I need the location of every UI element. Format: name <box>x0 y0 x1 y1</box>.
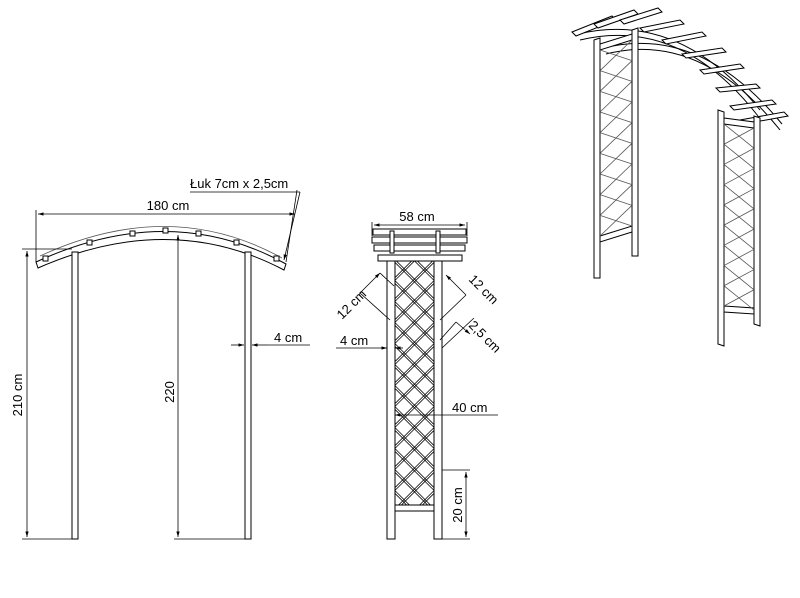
total-height-label: 220 <box>162 381 177 403</box>
overall-width-label: 180 cm <box>147 198 190 213</box>
isometric-view <box>571 7 790 347</box>
side-height-label: 210 cm <box>10 374 25 417</box>
iso-right-panel <box>717 109 761 347</box>
post-side-label: 4 cm <box>340 333 368 348</box>
side-top-beam-3 <box>373 244 466 252</box>
foot-label: 20 cm <box>450 487 465 522</box>
side-view: 58 cm 12 cm 12 cm 2,5 cm 4 cm 40 cm 20 c… <box>334 209 504 540</box>
post-width-label: 4 cm <box>274 330 302 345</box>
side-left-post <box>386 260 396 540</box>
panel-width-label: 40 cm <box>452 400 487 415</box>
side-right-post <box>433 260 443 540</box>
front-arch-crossbars <box>42 227 280 262</box>
lattice-left-label: 12 cm <box>334 286 370 322</box>
iso-roof-crossbars <box>571 7 790 125</box>
front-right-post <box>244 251 252 540</box>
front-left-post <box>71 251 79 540</box>
lattice-right-label: 12 cm <box>466 272 502 308</box>
arc-profile-label: Łuk 7cm x 2,5cm <box>190 176 288 191</box>
iso-left-panel <box>593 27 639 279</box>
front-view: 180 cm Łuk 7cm x 2,5cm 210 cm 220 4 cm <box>10 176 310 540</box>
side-lattice <box>395 261 434 505</box>
front-arch-beam <box>35 231 287 271</box>
side-top-beam-1 <box>372 228 467 236</box>
slat-label: 2,5 cm <box>466 318 504 356</box>
side-top-beam-2 <box>371 236 468 244</box>
depth-label: 58 cm <box>399 209 434 224</box>
